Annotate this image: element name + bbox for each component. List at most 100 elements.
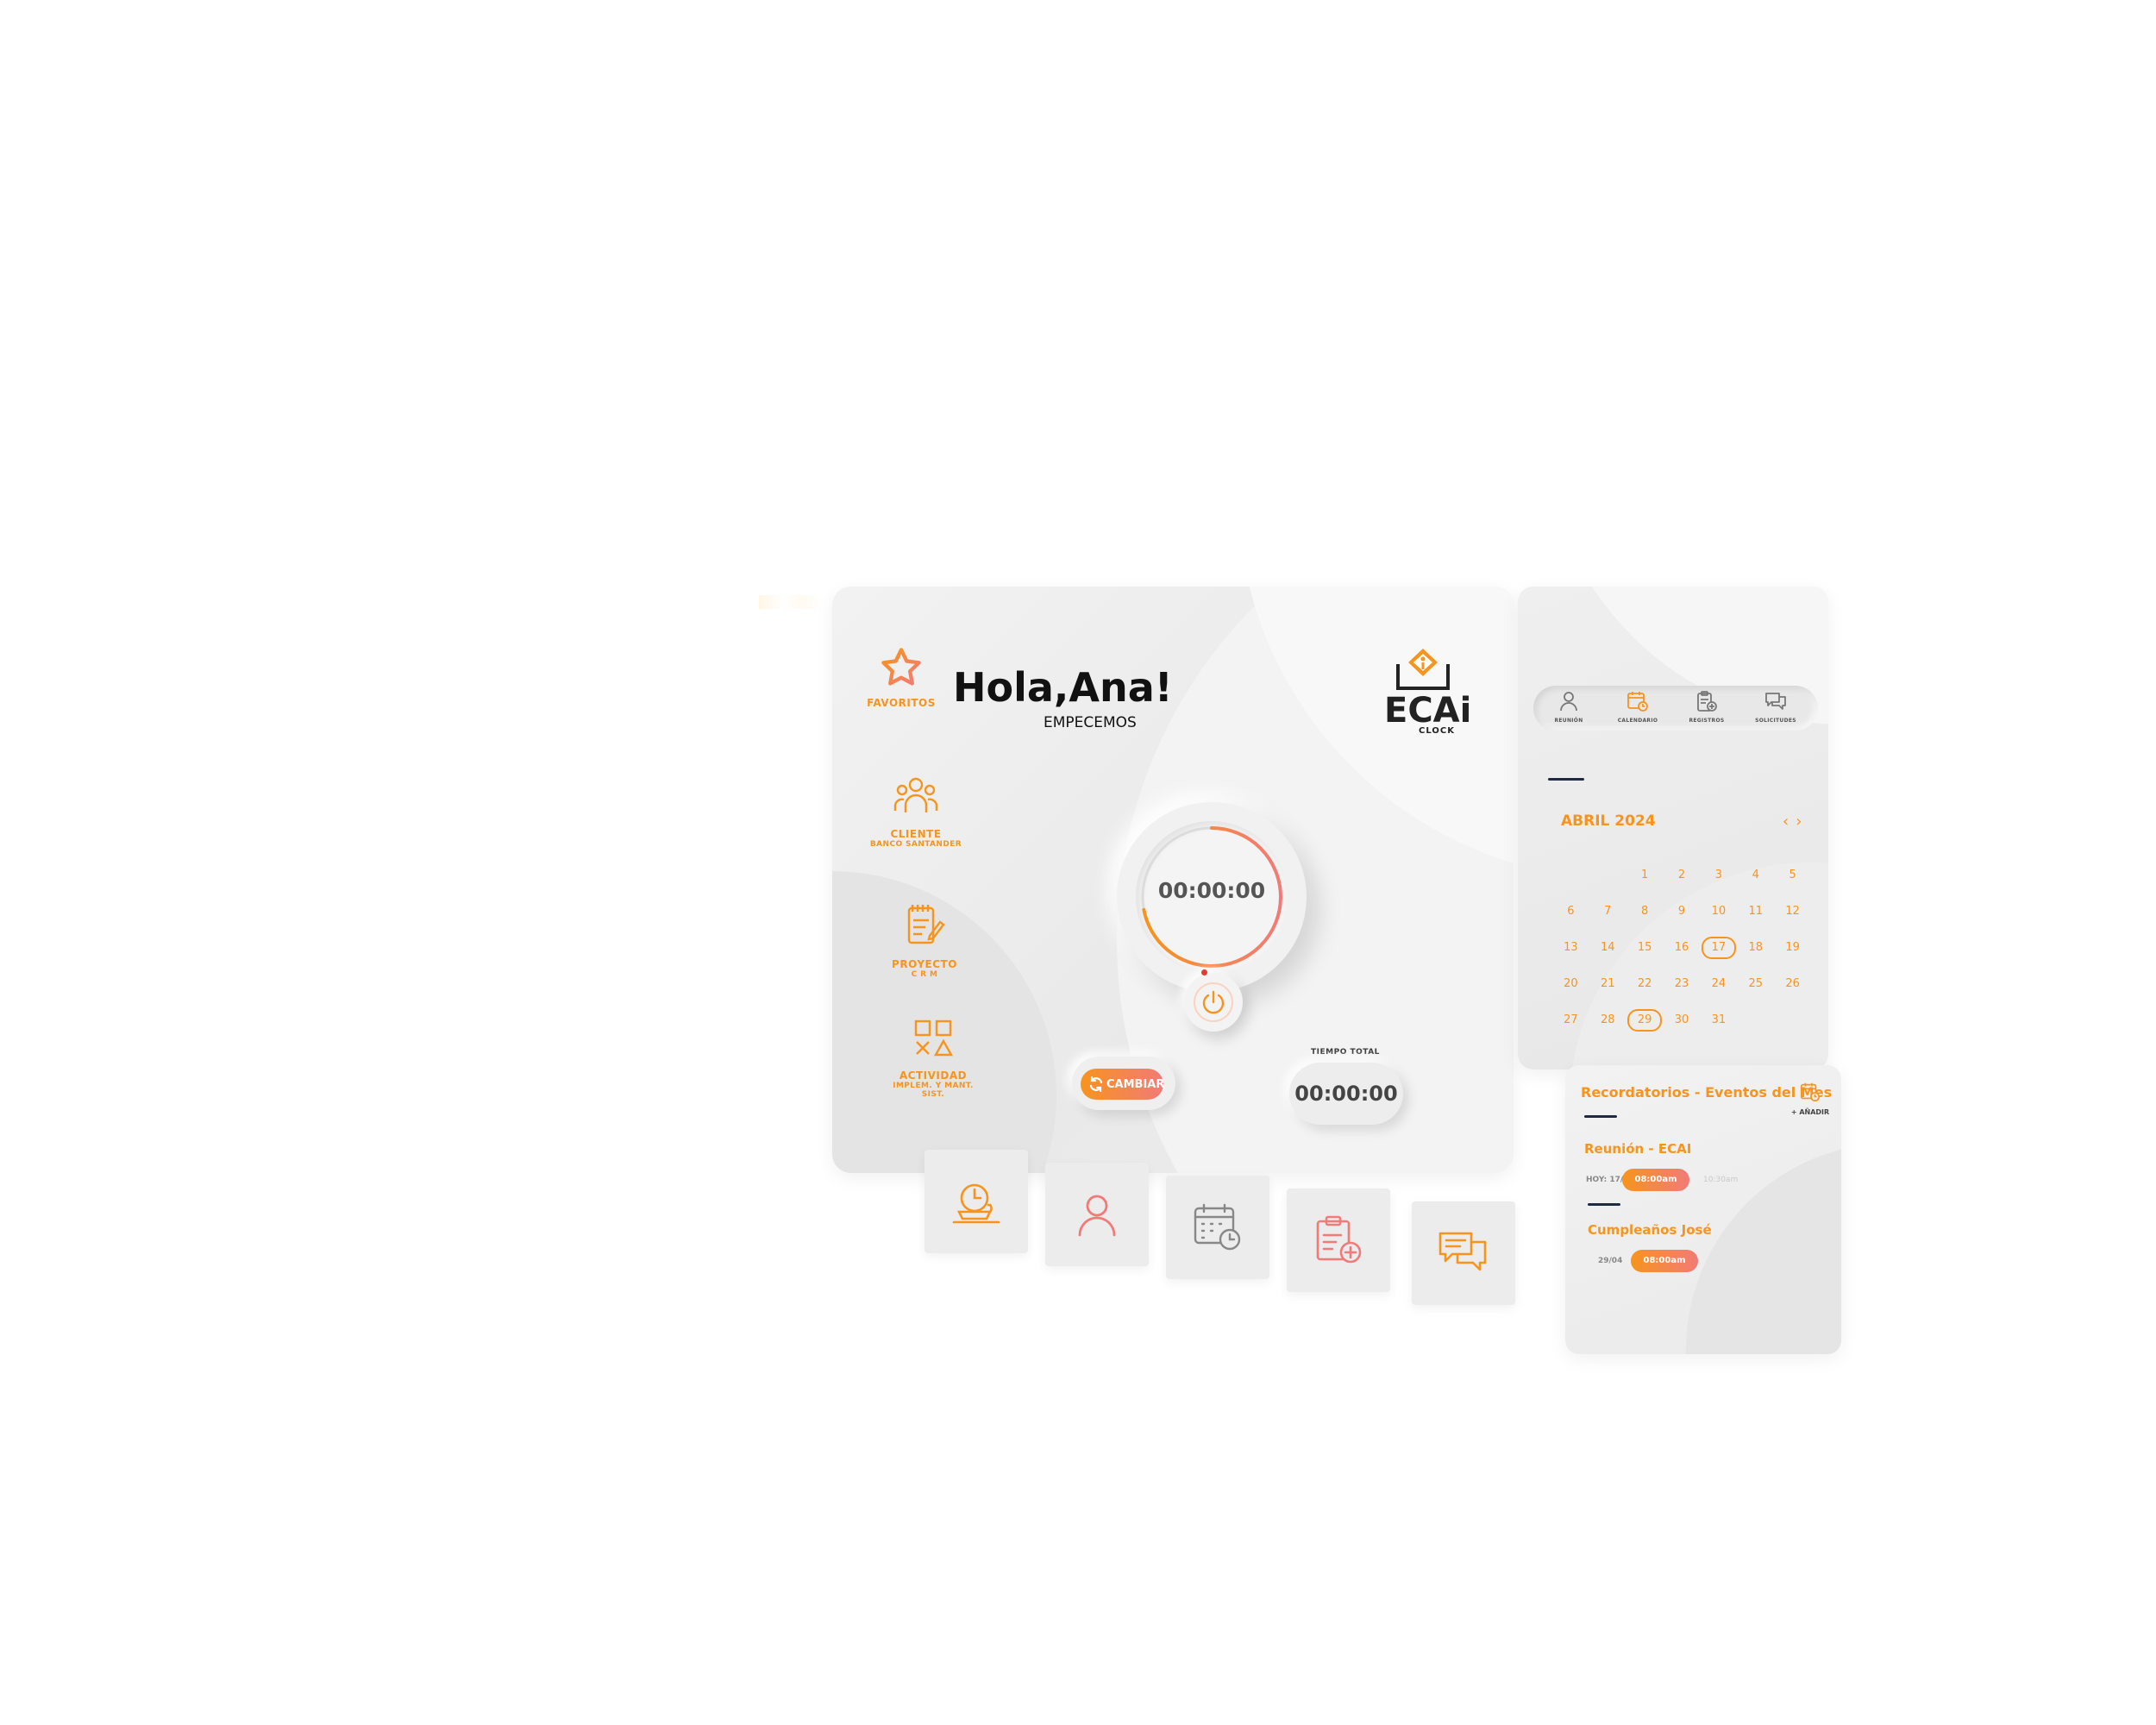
calendar-clock-icon <box>1627 692 1648 712</box>
calendar-nav-arrows: ‹› <box>1783 812 1808 831</box>
calendar-day-number: 9 <box>1677 905 1686 918</box>
activity-label: ACTIVIDAD <box>899 1070 968 1082</box>
total-time-label: TIEMPO TOTAL <box>1311 1048 1380 1057</box>
calendar-day[interactable]: 16 <box>1664 935 1701 971</box>
main-panel: FAVORITOS Hola,Ana! EMPECEMOS ECAi CLOCK… <box>832 586 1514 1173</box>
tile-records[interactable] <box>1287 1189 1390 1292</box>
calendar-empty-cell <box>1774 1007 1811 1044</box>
nav-label-records: REGISTROS <box>1689 718 1725 724</box>
calendar-day[interactable]: 22 <box>1626 971 1664 1007</box>
calendar-day-number: 15 <box>1637 941 1652 954</box>
calendar-day[interactable]: 9 <box>1664 899 1701 935</box>
nav-item-calendar[interactable]: CALENDARIO <box>1608 689 1668 724</box>
group-users-icon <box>893 777 938 812</box>
clipboard-add-icon <box>1697 691 1717 712</box>
calendar-day-number: 11 <box>1748 905 1763 918</box>
event-start-time[interactable]: 08:00am <box>1622 1169 1689 1191</box>
calendar-day[interactable]: 26 <box>1774 971 1811 1007</box>
add-reminder-label: + AÑADIR <box>1790 1108 1830 1116</box>
calendar-empty-cell <box>1589 862 1626 899</box>
calendar-day[interactable]: 10 <box>1700 899 1737 935</box>
calendar-day-number: 6 <box>1567 905 1575 918</box>
activity-button[interactable]: ACTIVIDAD IMPLEM. Y MANT. SIST. <box>886 1018 981 1099</box>
calendar-day[interactable]: 18 <box>1737 935 1774 971</box>
total-time-box: 00:00:00 <box>1289 1063 1403 1125</box>
favorites-label: FAVORITOS <box>867 697 936 709</box>
calendar-day[interactable]: 5 <box>1774 862 1811 899</box>
calendar-day-number: 24 <box>1711 977 1727 990</box>
calendar-day[interactable]: 21 <box>1589 971 1626 1007</box>
calendar-day[interactable]: 3 <box>1700 862 1737 899</box>
calendar-day-number: 7 <box>1604 905 1612 918</box>
calendar-day[interactable]: 23 <box>1664 971 1701 1007</box>
calendar-day[interactable]: 17 <box>1700 935 1737 971</box>
calendar-month-label: ABRIL 2024 <box>1561 812 1656 830</box>
calendar-day-number: 10 <box>1711 905 1727 918</box>
tile-requests[interactable] <box>1412 1201 1515 1305</box>
calendar-day-number: 30 <box>1674 1013 1689 1026</box>
tile-calendar[interactable] <box>1166 1176 1269 1279</box>
timer-display: 00:00:00 <box>1157 878 1266 903</box>
calendar-day[interactable]: 8 <box>1626 899 1664 935</box>
client-button[interactable]: CLIENTE BANCO SANTANDER <box>868 775 963 849</box>
calendar-day[interactable]: 13 <box>1552 935 1589 971</box>
nav-item-requests[interactable]: SOLICITUDES <box>1745 689 1806 724</box>
calendar-next-button[interactable]: › <box>1796 812 1809 831</box>
calendar-day[interactable]: 1 <box>1626 862 1664 899</box>
calendar-day[interactable]: 15 <box>1626 935 1664 971</box>
calendar-day-number: 19 <box>1785 941 1800 954</box>
event-divider <box>1588 1203 1620 1206</box>
calendar-day[interactable]: 27 <box>1552 1007 1589 1044</box>
calendar-day[interactable]: 20 <box>1552 971 1589 1007</box>
nav-item-meeting[interactable]: REUNIÓN <box>1539 689 1599 724</box>
notepad-pencil-icon <box>907 905 945 944</box>
calendar-day-number: 29 <box>1627 1009 1663 1032</box>
event-start-time[interactable]: 08:00am <box>1631 1250 1698 1272</box>
calendar-day-number: 14 <box>1601 941 1615 954</box>
tile-break[interactable] <box>924 1150 1028 1253</box>
add-reminder-button[interactable]: + AÑADIR <box>1788 1081 1833 1116</box>
calendar-day[interactable]: 7 <box>1589 899 1626 935</box>
calendar-day-number: 25 <box>1748 977 1763 990</box>
change-button[interactable]: CAMBIAR <box>1081 1069 1164 1100</box>
calendar-day[interactable]: 19 <box>1774 935 1811 971</box>
calendar-day[interactable]: 31 <box>1700 1007 1737 1044</box>
nav-item-records[interactable]: REGISTROS <box>1677 689 1737 724</box>
favorites-button[interactable]: FAVORITOS <box>867 645 936 709</box>
project-value: C R M <box>911 970 938 979</box>
section-divider <box>1548 778 1584 781</box>
timer-dial: 00:00:00 <box>1117 802 1307 992</box>
ghost-reflection <box>759 595 821 609</box>
calendar-day[interactable]: 12 <box>1774 899 1811 935</box>
calendar-day-number: 16 <box>1674 941 1689 954</box>
calendar-day-number: 2 <box>1677 869 1686 881</box>
calendar-day[interactable]: 2 <box>1664 862 1701 899</box>
calendar-day-number: 22 <box>1637 977 1652 990</box>
calendar-prev-button[interactable]: ‹ <box>1783 812 1796 831</box>
calendar-day[interactable]: 4 <box>1737 862 1774 899</box>
calendar-empty-cell <box>1737 1007 1774 1044</box>
calendar-day-number: 3 <box>1714 869 1722 881</box>
calendar-panel: REUNIÓN CALENDARIO REGISTROS SOLICITUDES… <box>1518 586 1828 1070</box>
calendar-day[interactable]: 29 <box>1626 1007 1664 1044</box>
calendar-day[interactable]: 28 <box>1589 1007 1626 1044</box>
calendar-day[interactable]: 25 <box>1737 971 1774 1007</box>
change-button-well: CAMBIAR <box>1072 1057 1175 1110</box>
logo-subtext: CLOCK <box>1419 726 1455 736</box>
calendar-day[interactable]: 30 <box>1664 1007 1701 1044</box>
event-title: Reunión - ECAI <box>1584 1141 1692 1157</box>
calendar-day-number: 23 <box>1674 977 1689 990</box>
calendar-day-number: 31 <box>1711 1013 1727 1026</box>
calendar-day[interactable]: 11 <box>1737 899 1774 935</box>
project-button[interactable]: PROYECTO C R M <box>877 901 972 979</box>
calendar-day[interactable]: 14 <box>1589 935 1626 971</box>
user-icon <box>1078 1195 1116 1237</box>
tile-meeting[interactable] <box>1045 1163 1149 1266</box>
calendar-day[interactable]: 24 <box>1700 971 1737 1007</box>
greeting-title: Hola,Ana! <box>953 664 1173 711</box>
power-button[interactable] <box>1184 969 1243 1032</box>
calendar-day[interactable]: 6 <box>1552 899 1589 935</box>
event-date: 29/04 <box>1598 1257 1623 1265</box>
calendar-day-number: 13 <box>1564 941 1578 954</box>
